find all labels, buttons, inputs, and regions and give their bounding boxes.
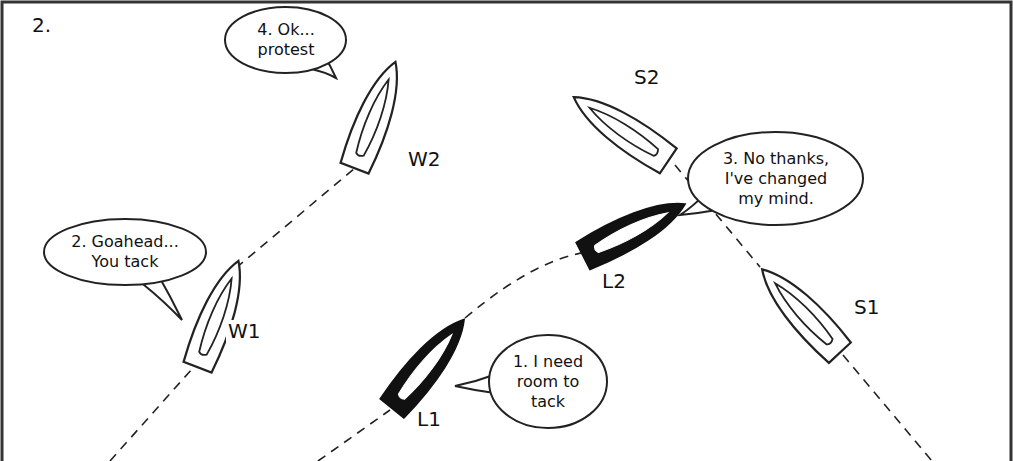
bubble-text: 2. Goahead... You tack (69, 232, 181, 272)
bubble-text: 1. I need room to tack (508, 352, 588, 412)
boat-label: S1 (852, 296, 881, 318)
figure-number: 2. (30, 14, 53, 36)
speech-bubble: 1. I need room to tack (488, 334, 608, 429)
bubble-text: 4. Ok... protest (245, 20, 327, 60)
black-boats (379, 189, 692, 418)
speech-bubble: 2. Goahead... You tack (43, 218, 207, 286)
boat-label: L2 (600, 270, 628, 292)
boat-label: W2 (406, 148, 443, 170)
speech-bubble: 4. Ok... protest (224, 6, 347, 74)
boat-label: W1 (226, 320, 263, 342)
bubble-text: 3. No thanks, I've changed my mind. (715, 149, 837, 209)
speech-bubble: 3. No thanks, I've changed my mind. (687, 131, 864, 226)
boat-label: S2 (632, 66, 661, 88)
bubble-tails (143, 56, 712, 393)
boat-label: L1 (415, 408, 443, 430)
